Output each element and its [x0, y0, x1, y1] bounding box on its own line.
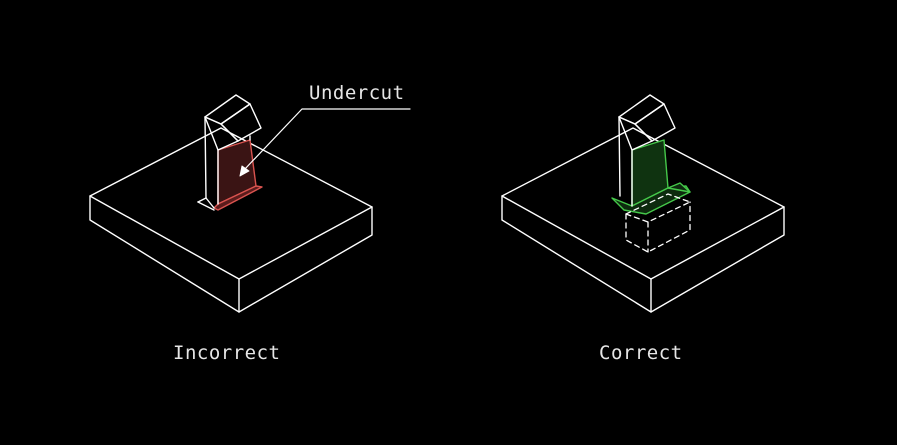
incorrect-base-plate — [89, 127, 373, 313]
incorrect-model — [89, 94, 411, 313]
corrected-region — [611, 139, 691, 215]
correct-caption: Correct — [599, 342, 683, 364]
correct-base-plate — [501, 127, 785, 313]
undercut-callout-line — [239, 108, 411, 177]
correct-boss — [618, 94, 676, 207]
undercut-label: Undercut — [309, 82, 405, 104]
incorrect-caption: Incorrect — [173, 342, 281, 364]
incorrect-boss — [197, 94, 262, 211]
correct-model — [501, 94, 785, 313]
undercut-region — [213, 139, 263, 211]
cutout-block — [625, 193, 691, 253]
